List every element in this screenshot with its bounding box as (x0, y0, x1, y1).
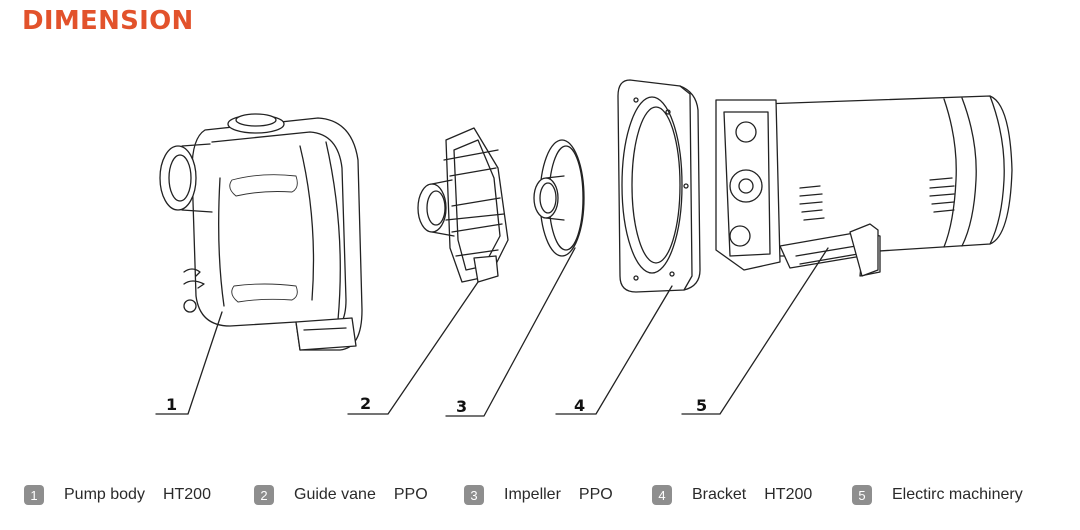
legend-number-badge: 3 (464, 485, 484, 505)
part-name: Electirc machinery (892, 486, 1023, 503)
guide-vane-drawing (417, 127, 509, 283)
legend-item-impeller: 3 Impeller PPO (464, 483, 613, 507)
leader-line-5 (681, 247, 829, 415)
legend-item-pump-body: 1 Pump body HT200 (24, 483, 211, 507)
leader-lines (155, 247, 829, 417)
callout-1: 1 (166, 395, 177, 414)
leader-line-1 (155, 311, 223, 415)
part-name: Pump body (64, 486, 145, 503)
legend-number-badge: 4 (652, 485, 672, 505)
callout-2: 2 (360, 394, 371, 413)
bracket-drawing (617, 79, 701, 293)
part-name: Guide vane (294, 486, 376, 503)
part-material: HT200 (764, 486, 813, 503)
part-name: Impeller (504, 486, 561, 503)
pump-body-drawing (159, 113, 363, 351)
callout-4: 4 (574, 396, 585, 415)
leader-line-2 (347, 281, 479, 415)
part-material: HT200 (162, 486, 211, 503)
impeller-drawing (533, 139, 585, 257)
exploded-view-diagram: 1 2 3 4 5 (155, 79, 1013, 417)
legend-item-guide-vane: 2 Guide vane PPO (254, 483, 428, 507)
part-name: Bracket (692, 486, 747, 503)
legend-number-badge: 2 (254, 485, 274, 505)
legend-number-badge: 5 (852, 485, 872, 505)
legend-number-badge: 1 (24, 485, 44, 505)
callout-5: 5 (696, 396, 707, 415)
parts-legend: 1 Pump body HT200 2 Guide vane PPO 3 Imp… (0, 483, 1080, 509)
part-material: PPO (578, 486, 613, 503)
legend-item-electric-machinery: 5 Electirc machinery (852, 483, 1023, 507)
callout-3: 3 (456, 397, 467, 416)
electric-machinery-drawing (715, 95, 1013, 277)
page-title: DIMENSION (22, 6, 194, 36)
part-material: PPO (393, 486, 428, 503)
leader-line-4 (555, 285, 673, 415)
legend-item-bracket: 4 Bracket HT200 (652, 483, 812, 507)
leader-line-3 (445, 247, 576, 417)
